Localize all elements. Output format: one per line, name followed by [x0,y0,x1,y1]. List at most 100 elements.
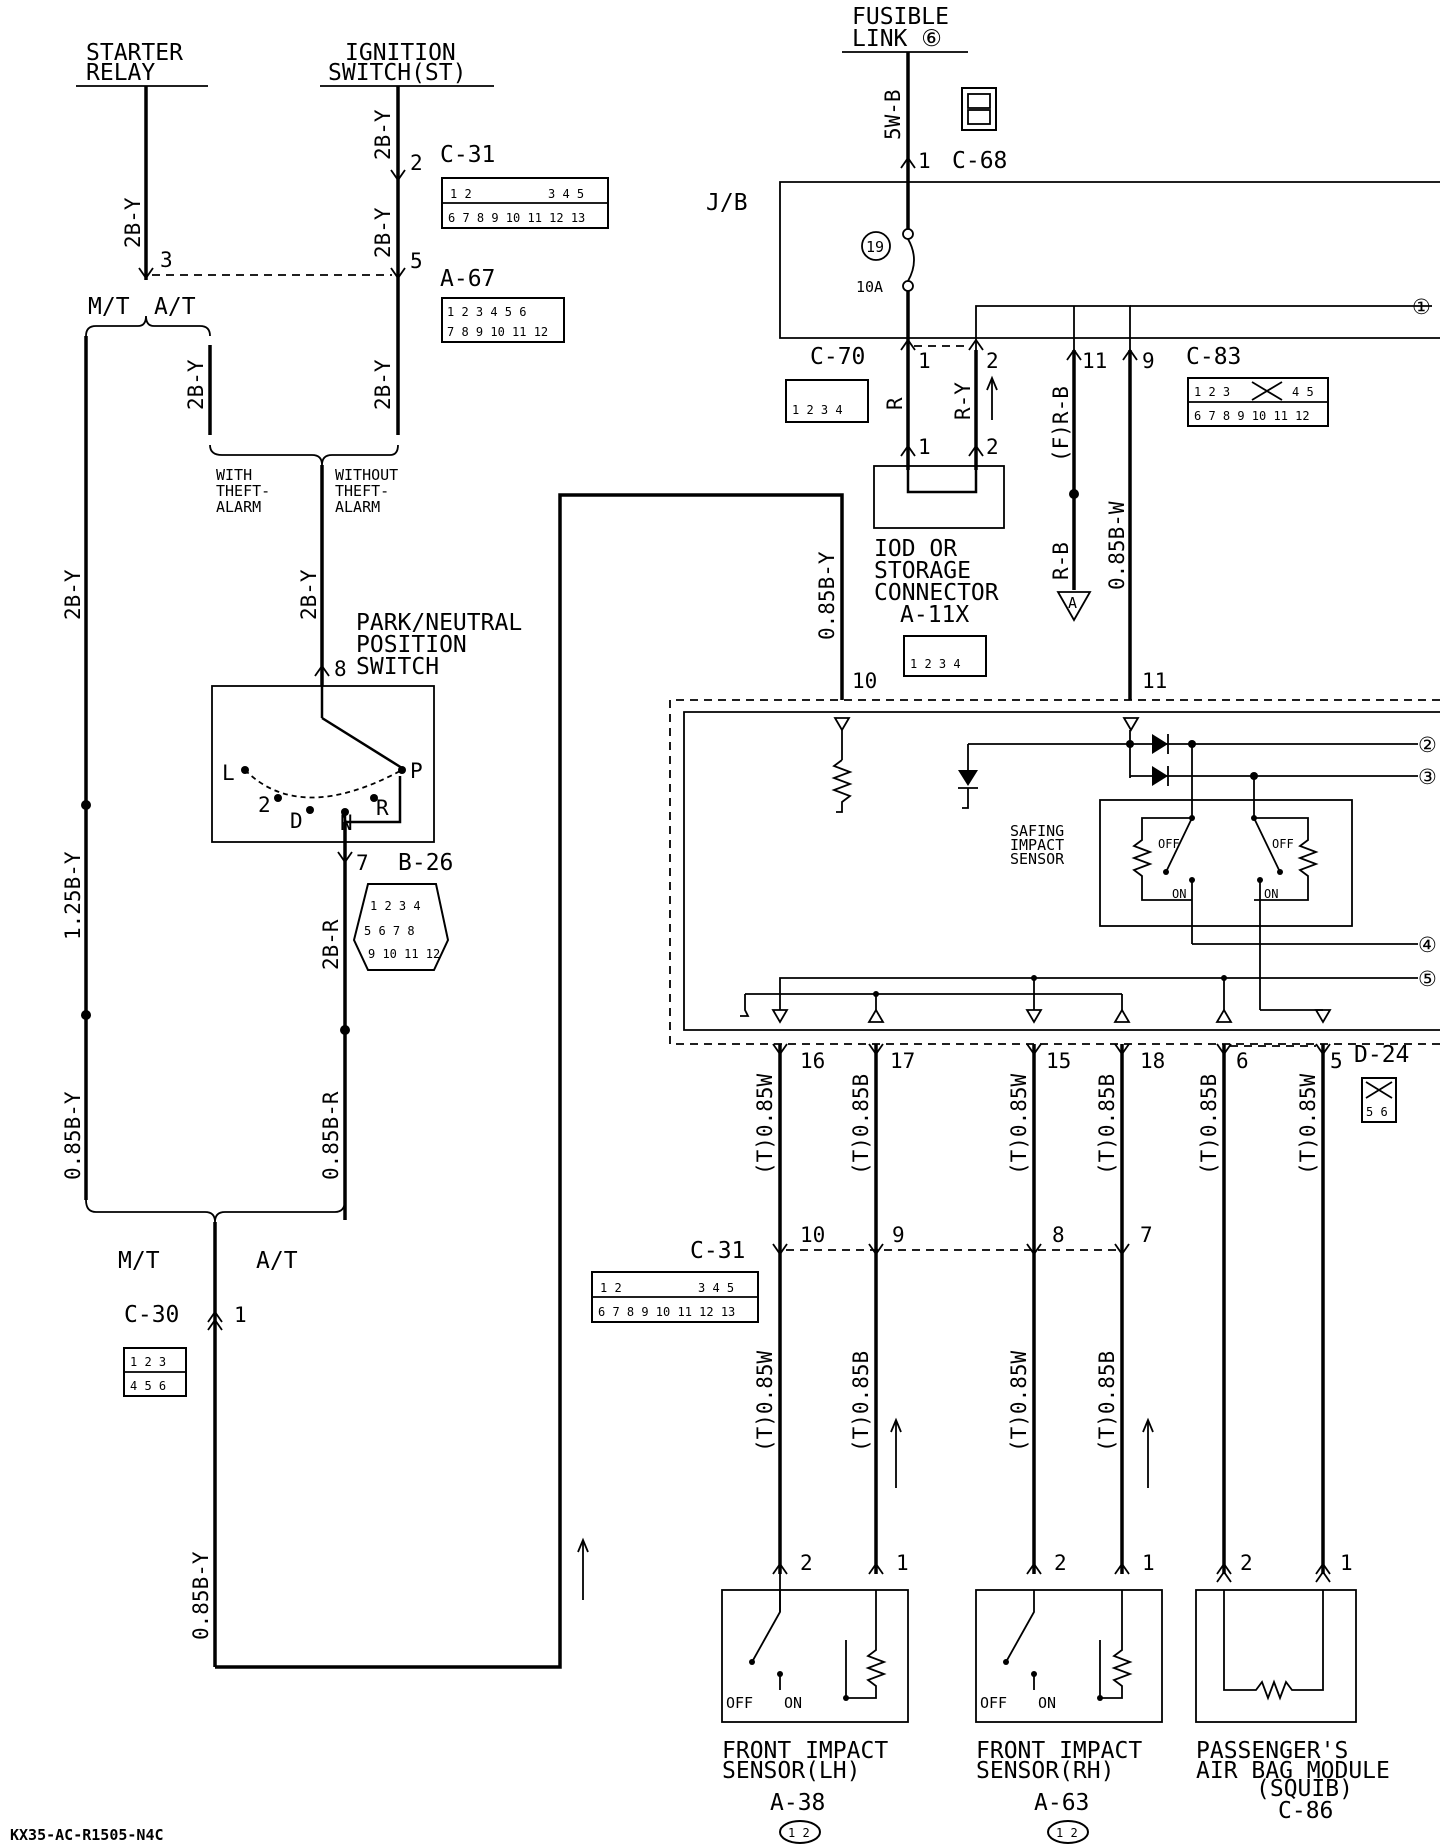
pin-1-pab: 1 [1340,1551,1353,1575]
svg-text:5 6: 5 6 [1366,1105,1388,1119]
safing-label-1: SAFING [1010,822,1064,840]
gear-p: P [410,759,423,783]
safing-switch-right: OFF ON [1251,815,1319,901]
connector-c31-label: C-31 [440,142,495,168]
fusible-link-label-2: LINK ⑥ [852,26,942,52]
connector-c30-label: C-30 [124,1302,179,1328]
connector-c30-icon: 1 2 3 4 5 6 [123,1347,187,1397]
pin-2: 2 [410,151,423,175]
connector-c86-label: C-86 [1278,1798,1333,1824]
svg-text:3 4 5: 3 4 5 [698,1281,734,1295]
svg-text:1 2 3: 1 2 3 [1194,385,1230,399]
connector-c31-lower-icon: 1 2 3 4 5 6 7 8 9 10 11 12 13 [591,1271,759,1323]
rh-off: OFF [980,1694,1007,1712]
gear-2: 2 [258,793,271,817]
safing-on-right: ON [1264,887,1278,901]
svg-text:6 7 8 9 10 11 12 13: 6 7 8 9 10 11 12 13 [598,1305,735,1319]
svg-text:7 8 9 10 11 12: 7 8 9 10 11 12 [447,325,548,339]
park-neutral-label-2: POSITION [356,632,467,658]
front-impact-sensor-rh: OFF ON [975,1589,1163,1723]
ref-3: ③ [1418,765,1437,789]
wire-label-t085b-17: (T)0.85B [849,1074,873,1175]
pin-1-lh: 1 [896,1551,909,1575]
connector-a38-icon: 1 2 [779,1820,821,1844]
lh-off: OFF [726,1694,753,1712]
wire-label-t085w-5: (T)0.85W [1296,1073,1320,1175]
connector-c68-label: C-68 [952,148,1007,174]
pin-17: 17 [890,1049,915,1073]
safing-off-right: OFF [1272,837,1294,851]
safing-label-2: IMPACT [1010,836,1064,854]
pin-16: 16 [800,1049,825,1073]
footer-code: KX35-AC-R1505-N4C [10,1826,164,1844]
connector-c83-label: C-83 [1186,344,1241,370]
front-impact-sensor-lh: OFF ON [721,1574,909,1723]
pin-18: 18 [1140,1049,1165,1073]
wire-label-t085w-lh2: (T)0.85W [753,1350,777,1452]
svg-text:1 2 3 4: 1 2 3 4 [792,403,843,417]
lh-on: ON [784,1694,802,1712]
pin-7-c31: 7 [1140,1223,1153,1247]
connector-d24-label: D-24 [1354,1042,1409,1068]
svg-text:1 2: 1 2 [600,1281,622,1295]
wire-label-085by-cu: 0.85B-Y [815,551,839,640]
jb-label: J/B [706,190,748,216]
fuse-19: 19 10A [856,228,915,296]
ground-ref-a: A [1068,594,1077,612]
wire-label-2br: 2B-R [319,919,343,970]
connector-b26-label: B-26 [398,850,453,876]
svg-text:5 6 7 8: 5 6 7 8 [364,924,415,938]
wire-label-t085b-6: (T)0.85B [1197,1074,1221,1175]
front-rh-label-1: FRONT IMPACT [976,1738,1142,1764]
with-theft-label-1: WITH [216,466,252,484]
pin-15: 15 [1046,1049,1071,1073]
pin-1-c70: 1 [918,349,931,373]
pin-5-d24: 5 [1330,1049,1343,1073]
safing-switch-left: OFF ON [1131,815,1195,944]
front-lh-label-2: SENSOR(LH) [722,1758,860,1784]
pin-1-iod: 1 [918,435,931,459]
rh-on: ON [1038,1694,1056,1712]
starter-section: STARTER RELAY IGNITION SWITCH(ST) 2B-Y 3… [61,40,877,1669]
wire-label-t085w-16: (T)0.85W [753,1073,777,1175]
wire-label-085bw: 0.85B-W [1105,501,1129,590]
wire-label-2by-e: 2B-Y [184,359,208,410]
iod-label-4: A-11X [900,602,969,628]
connector-a38-label: A-38 [770,1790,825,1816]
connector-a63-label: A-63 [1034,1790,1089,1816]
safing-label-3: SENSOR [1010,850,1065,868]
pin-8-c31: 8 [1052,1223,1065,1247]
safing-off-left: OFF [1158,837,1180,851]
front-rh-label-2: SENSOR(RH) [976,1758,1114,1784]
pin-8: 8 [334,657,347,681]
wire-label-2by-c: 2B-Y [371,207,395,258]
mt-label-top: M/T [88,294,130,320]
srs-control-unit: ② ③ SAFING IMPACT SENSOR OFF ON OFF ON [669,699,1440,1045]
gear-r: R [376,796,389,820]
wire-label-t085w-rh2: (T)0.85W [1007,1350,1031,1452]
with-theft-label-2: THEFT- [216,482,270,500]
pin-2-iod: 2 [986,435,999,459]
wire-label-2by-g: 2B-Y [297,569,321,620]
fuse-amperage: 10A [856,278,883,296]
pin-1-c68: 1 [918,149,931,173]
connector-c70-label: C-70 [810,344,865,370]
passenger-air-bag-module [1195,1589,1357,1723]
iod-label-2: STORAGE [874,558,971,584]
wire-label-t085b-18: (T)0.85B [1095,1074,1119,1175]
junction-block-section: FUSIBLE LINK ⑥ 5W-B 1 C-68 J/B 19 10A ① [706,4,1440,700]
wire-label-t085b-rh1: (T)0.85B [1095,1351,1119,1452]
svg-text:4 5: 4 5 [1292,385,1314,399]
pin-1-rh: 1 [1142,1551,1155,1575]
passenger-label-1: PASSENGER'S [1196,1738,1348,1764]
pin-10-cu: 10 [852,669,877,693]
iod-label-3: CONNECTOR [874,580,999,606]
wire-label-ry: R-Y [951,382,975,420]
without-theft-label-3: ALARM [335,498,380,516]
without-theft-label-2: THEFT- [335,482,389,500]
wire-label-085by-left: 0.85B-Y [61,1091,85,1180]
ref-4: ④ [1418,933,1437,957]
fuse-number: 19 [866,238,884,256]
pin-2-lh: 2 [800,1551,813,1575]
